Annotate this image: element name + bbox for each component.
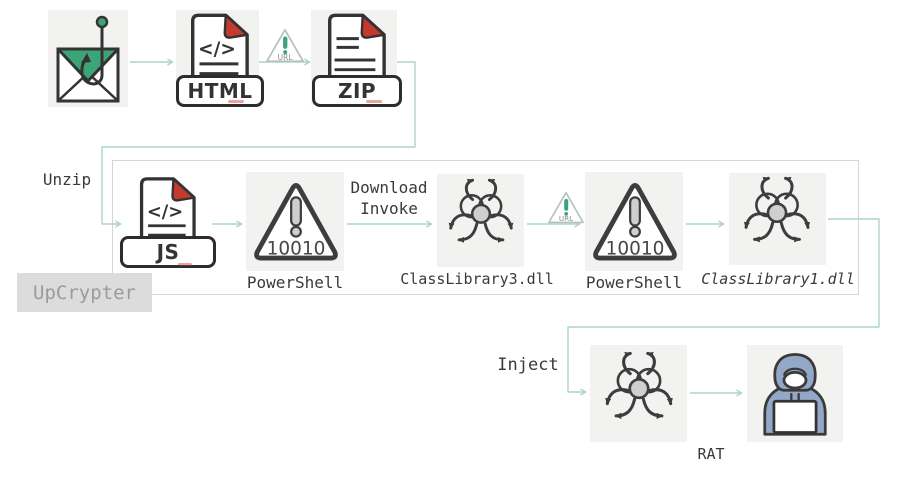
zip-file-label: ZIP: [312, 75, 402, 107]
malware-icon: [439, 176, 523, 260]
url-badge-text: URL: [277, 53, 293, 62]
powershell1-code: 10010: [267, 239, 326, 260]
malware-icon: [595, 349, 683, 437]
classlibrary1-label: ClassLibrary1.dll: [701, 270, 855, 288]
watermark-mark: [228, 100, 244, 103]
download-invoke-label: Download Invoke: [344, 177, 434, 219]
phishing-email-icon: [50, 13, 126, 105]
url-warning-icon: URL: [264, 27, 306, 65]
watermark-mark: [178, 263, 192, 266]
classlibrary3-label: ClassLibrary3.dll: [400, 270, 554, 288]
powershell-warning-icon: 10010: [252, 177, 340, 267]
upcrypter-badge: UpCrypter: [17, 273, 152, 312]
js-file-label: JS: [120, 236, 216, 268]
html-file-label: HTML: [176, 75, 264, 107]
inject-label: Inject: [497, 355, 559, 375]
url-warning-icon: URL: [546, 190, 586, 226]
powershell1-label: PowerShell: [246, 273, 344, 292]
invoke-label: Invoke: [360, 199, 418, 218]
unzip-label: Unzip: [42, 170, 92, 189]
watermark-mark: [366, 100, 382, 103]
url-badge-text: URL: [559, 214, 573, 223]
powershell2-code: 10010: [606, 239, 665, 260]
rat-label: RAT: [697, 445, 725, 463]
powershell2-label: PowerShell: [585, 273, 683, 292]
malware-icon: [734, 174, 820, 260]
hacker-icon: [751, 347, 839, 440]
powershell-warning-icon: 10010: [591, 177, 679, 267]
download-label: Download: [350, 178, 428, 197]
